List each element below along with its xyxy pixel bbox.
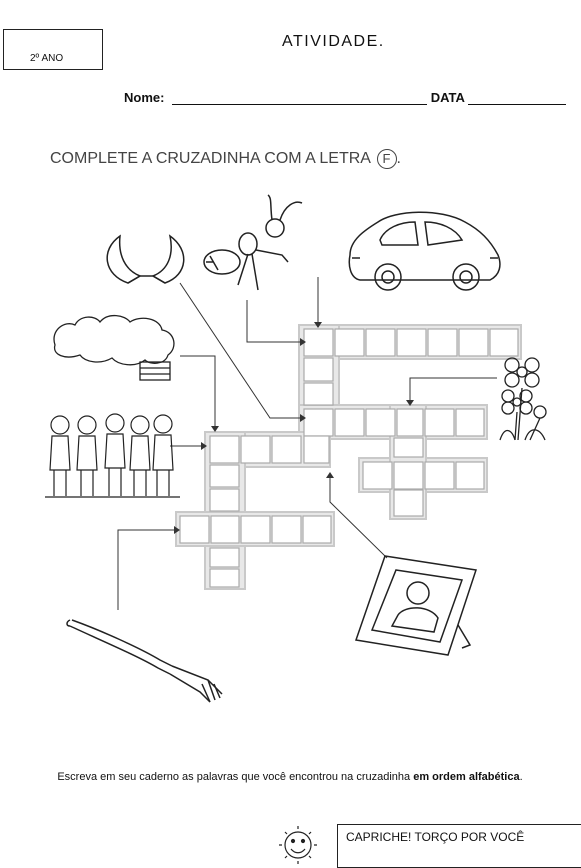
footer-instruction-bold: em ordem alfabética xyxy=(413,771,520,783)
smoke-icon xyxy=(53,314,175,381)
pointer-lines xyxy=(117,277,497,610)
people-icon xyxy=(45,413,180,498)
fork-icon xyxy=(66,619,223,703)
page-title: ATIVIDADE. xyxy=(282,33,385,50)
flower-icon xyxy=(499,357,547,441)
encouragement-text: CAPRICHE! TORÇO POR VOCÊ xyxy=(346,830,525,844)
ant-icon xyxy=(203,194,303,291)
footer-instruction-text: Escreva em seu caderno as palavras que v… xyxy=(57,771,414,783)
arrow-heads xyxy=(174,322,414,534)
sun-icon xyxy=(279,826,317,864)
name-field[interactable] xyxy=(172,90,428,105)
horns-icon xyxy=(106,234,185,284)
date-label: DATA xyxy=(430,90,465,105)
instruction-text: COMPLETE A CRUZADINHA COM A LETRA xyxy=(50,150,371,168)
instruction-heading: COMPLETE A CRUZADINHA COM A LETRA F. xyxy=(50,149,401,169)
footer-instruction-end: . xyxy=(519,771,523,783)
encouragement-box: CAPRICHE! TORÇO POR VOCÊ xyxy=(337,824,581,868)
grade-label: 2º ANO xyxy=(30,53,64,64)
date-field[interactable] xyxy=(468,90,567,105)
crossword-cells[interactable] xyxy=(179,328,519,588)
name-label: Nome: xyxy=(124,90,165,105)
photo-frame-icon xyxy=(355,555,477,656)
name-date-row: Nome: DATA xyxy=(124,90,567,105)
car-icon xyxy=(348,211,501,291)
grade-box: 2º ANO xyxy=(3,29,103,70)
footer-instruction: Escreva em seu caderno as palavras que v… xyxy=(20,770,560,785)
instruction-suffix: . xyxy=(396,150,401,168)
letter-f-circle: F xyxy=(376,149,397,169)
